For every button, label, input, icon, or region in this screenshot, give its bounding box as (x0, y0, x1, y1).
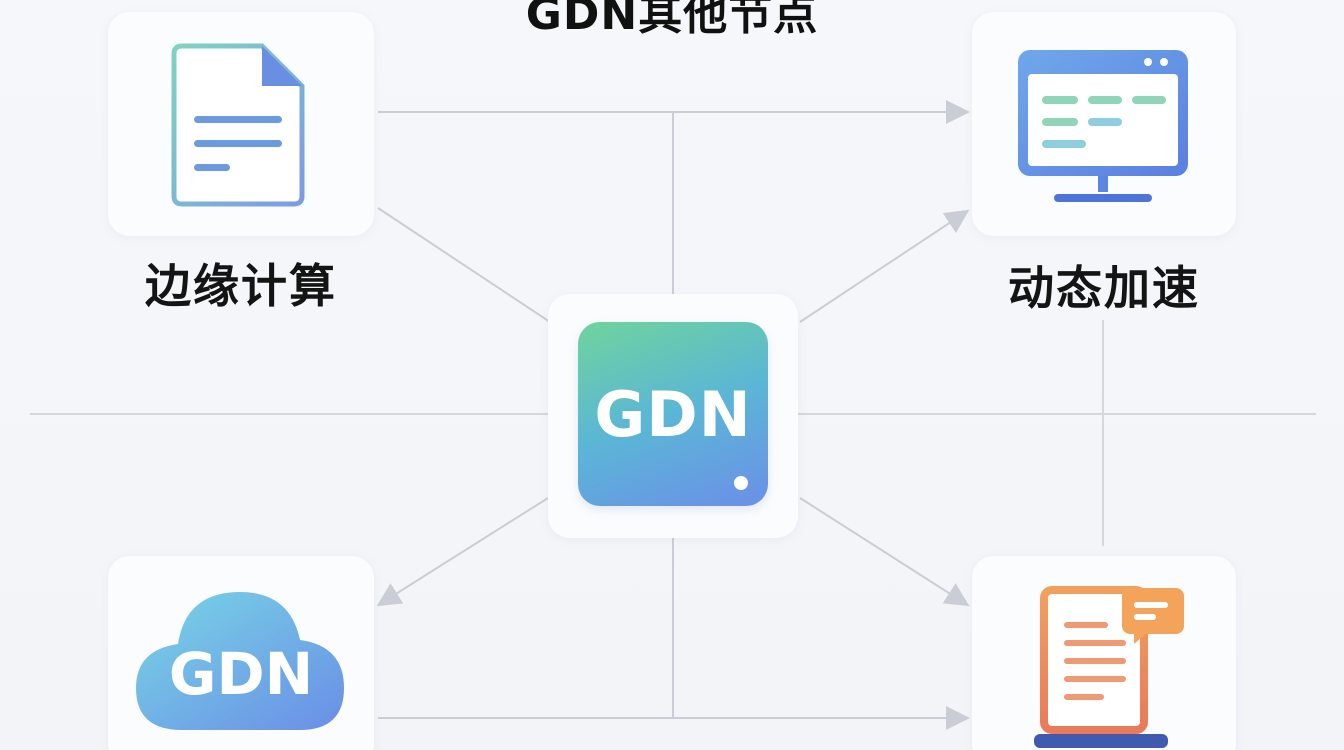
label-edge-computing: 边缘计算 (145, 259, 337, 313)
laptop-document-icon (1034, 586, 1184, 748)
monitor-icon (1018, 50, 1188, 202)
diag-bottom-left-line (376, 497, 549, 607)
diag-top-right-line (799, 209, 970, 323)
gdn-center-node: GDN (578, 322, 768, 506)
gdn-center-text: GDN (594, 378, 752, 451)
diag-bottom-right-line (799, 497, 970, 607)
cloud-icon (136, 592, 344, 730)
label-dynamic-acceleration: 动态加速 (1008, 261, 1200, 315)
diag-top-left-line (377, 207, 551, 323)
gdn-cloud-text: GDN (168, 640, 314, 708)
document-icon (171, 43, 305, 207)
status-dot-icon (734, 476, 748, 490)
diagram-title: GDN其他节点 (525, 0, 819, 40)
